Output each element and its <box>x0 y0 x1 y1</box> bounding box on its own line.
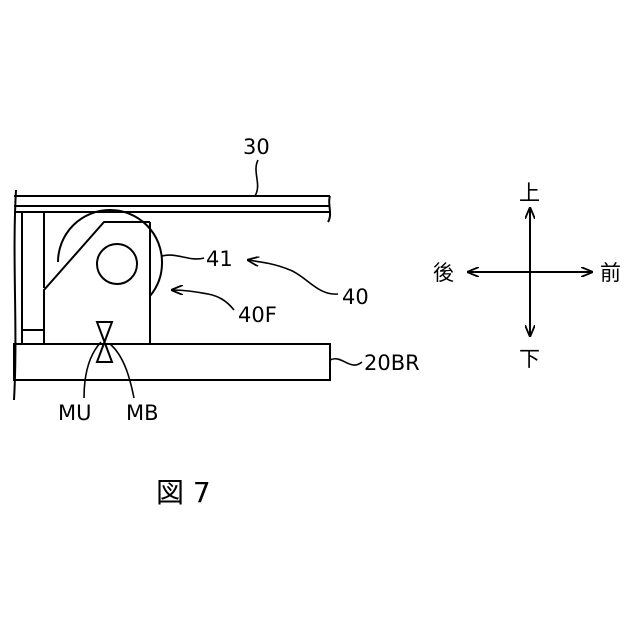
top-plate-30 <box>14 196 330 222</box>
label-MB: MB <box>126 401 159 425</box>
direction-down: 下 <box>519 347 540 371</box>
direction-front: 前 <box>600 261 621 285</box>
roller-41 <box>58 210 162 344</box>
leader-20BR <box>330 359 362 365</box>
label-20BR: 20BR <box>364 351 420 375</box>
side-guide <box>22 212 44 344</box>
direction-cross <box>468 208 592 336</box>
base-plate-20BR <box>14 344 330 380</box>
direction-back: 後 <box>433 261 454 285</box>
pin-hole <box>97 244 137 284</box>
leader-41 <box>162 255 204 259</box>
arrow-40 <box>248 260 338 294</box>
direction-up: 上 <box>519 181 540 205</box>
bracket-40F <box>44 222 150 344</box>
figure-caption: 図 7 <box>156 476 211 509</box>
label-MU: MU <box>58 401 92 425</box>
label-30: 30 <box>243 135 270 159</box>
label-40F: 40F <box>238 303 277 327</box>
label-41: 41 <box>206 247 233 271</box>
leader-MU <box>84 342 101 398</box>
leader-MB <box>110 344 134 398</box>
label-40: 40 <box>342 285 369 309</box>
mu-mb-marks <box>97 322 112 362</box>
leader-30 <box>255 160 258 196</box>
arrow-40F <box>172 290 234 310</box>
